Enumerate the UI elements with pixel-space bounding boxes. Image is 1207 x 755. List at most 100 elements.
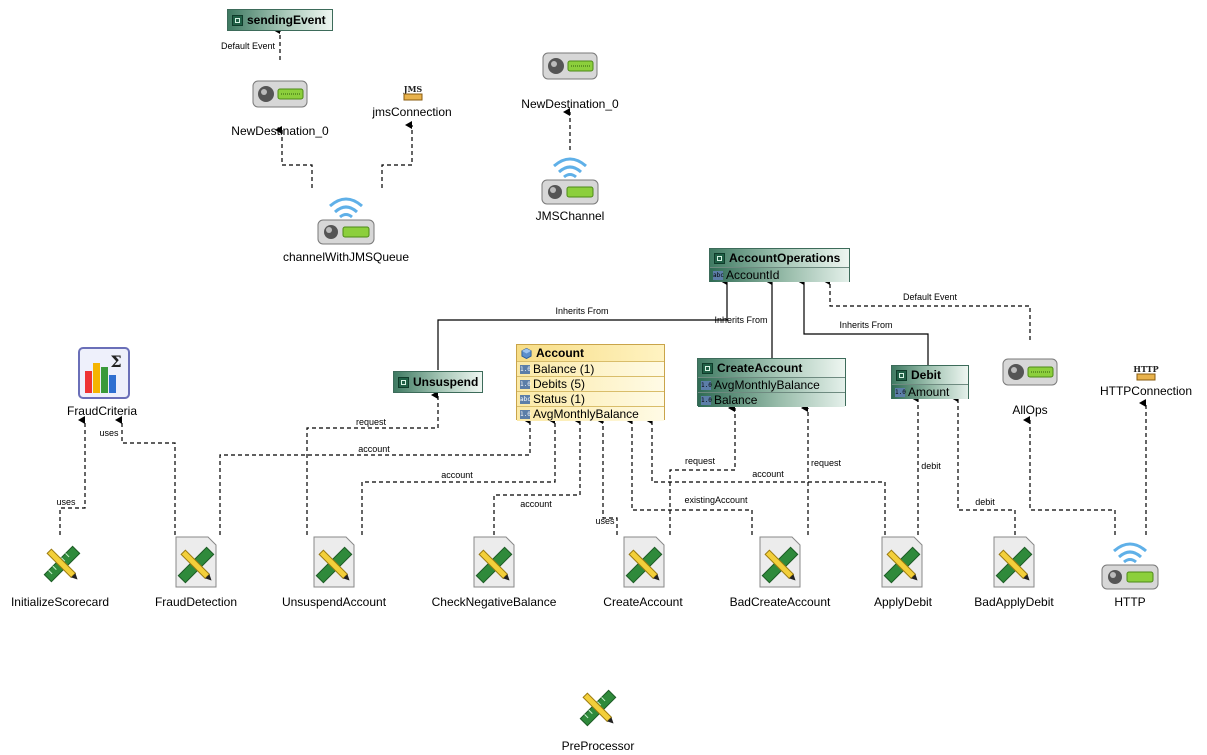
edge-label: Inherits From <box>839 320 893 330</box>
edge-http-allops <box>1023 416 1116 535</box>
rule-function-icon[interactable] <box>170 535 222 590</box>
edge-label: request <box>684 456 716 466</box>
svg-text:Σ: Σ <box>110 352 121 371</box>
channel-queue-icon[interactable] <box>316 190 376 246</box>
rule-function-icon[interactable] <box>988 535 1040 590</box>
attribute-type-icon: 1.0 <box>520 364 531 374</box>
edge-label: uses <box>99 428 119 438</box>
edge-label: Inherits From <box>555 306 609 316</box>
edge-applydebit-account <box>645 416 886 535</box>
edge-checkneg-account <box>493 416 581 535</box>
attribute-type-icon: abc <box>520 394 531 404</box>
rule-function-icon[interactable] <box>876 535 928 590</box>
event-icon <box>714 252 725 264</box>
event-attribute: Amount <box>908 385 950 399</box>
edge-unsuspend-account <box>361 416 556 535</box>
rule-label: ApplyDebit <box>873 595 933 609</box>
rule-label: CreateAccount <box>603 595 683 609</box>
destination-icon[interactable] <box>252 80 308 108</box>
rule-label: CheckNegativeBalance <box>431 595 557 609</box>
edge-queue-to-jms <box>381 121 413 188</box>
edge-unsuspend-inherits <box>437 277 728 370</box>
rule-function-icon[interactable] <box>618 535 670 590</box>
concept-attribute: Debits (5) <box>533 377 586 391</box>
attribute-type-icon: 1.0 <box>895 387 906 397</box>
event-attribute: AvgMonthlyBalance <box>714 378 820 392</box>
edge-allops-default-event <box>823 277 1031 340</box>
concept-attribute: Balance (1) <box>533 362 595 376</box>
event-unsuspend[interactable]: Unsuspend <box>393 371 483 393</box>
concept-icon <box>521 347 532 359</box>
attribute-type-icon: abc <box>713 270 724 280</box>
event-title: sendingEvent <box>247 13 326 27</box>
event-title: AccountOperations <box>729 251 841 265</box>
destination-icon[interactable] <box>542 52 598 80</box>
edge-label: uses <box>56 497 76 507</box>
event-attribute: AccountId <box>726 268 780 282</box>
rule-label: PreProcessor <box>561 739 635 753</box>
http-channel-label: HTTP <box>1114 595 1146 609</box>
event-attribute: Balance <box>714 393 758 407</box>
edge-label: debit <box>975 497 995 507</box>
edge-label: Default Event <box>902 292 958 302</box>
attribute-type-icon: 1.0 <box>520 409 531 419</box>
rule-label: UnsuspendAccount <box>281 595 387 609</box>
edge-label: account <box>520 499 552 509</box>
jms-connection-label: jmsConnection <box>372 105 452 119</box>
edge-unsuspend-request <box>306 391 439 535</box>
destination-icon[interactable] <box>1002 358 1058 386</box>
edge-debit-inherits <box>797 277 929 366</box>
edge-label: existingAccount <box>684 495 748 505</box>
jms-channel-icon[interactable] <box>540 150 600 206</box>
jms-connection-icon[interactable]: JMS <box>402 84 424 102</box>
edge-label: request <box>810 458 842 468</box>
svg-text:HTTP: HTTP <box>1133 364 1158 374</box>
edge-label: account <box>441 470 473 480</box>
event-title: Debit <box>911 368 941 382</box>
event-icon <box>896 369 907 381</box>
rule-function-icon[interactable] <box>468 535 520 590</box>
attribute-type-icon: 1.0 <box>701 395 712 405</box>
event-title: Unsuspend <box>413 375 479 389</box>
rule-function-icon[interactable] <box>754 535 806 590</box>
rule-icon[interactable] <box>574 684 622 732</box>
http-connection-icon[interactable]: HTTP <box>1133 364 1159 382</box>
concept-title: Account <box>536 346 584 360</box>
rule-label: FraudDetection <box>154 595 238 609</box>
event-icon <box>702 362 713 374</box>
scorecard-icon[interactable]: Σ <box>78 347 130 399</box>
rule-label: BadCreateAccount <box>729 595 831 609</box>
http-channel-icon[interactable] <box>1100 535 1160 591</box>
edge-label: account <box>752 469 784 479</box>
edge-label: uses <box>595 516 615 526</box>
channel-queue-label: channelWithJMSQueue <box>282 250 410 264</box>
edge-queue-to-destination <box>275 126 313 188</box>
attribute-type-icon: 1.0 <box>701 380 712 390</box>
edge-badapply-debit <box>951 394 1016 535</box>
edge-label: debit <box>921 461 941 471</box>
edge-label: Default Event <box>220 41 276 51</box>
concept-attribute: AvgMonthlyBalance <box>533 407 639 421</box>
event-icon <box>232 14 243 26</box>
edge-fraud-uses <box>115 416 176 535</box>
edge-label: account <box>358 444 390 454</box>
edge-label: Inherits From <box>714 315 768 325</box>
rule-label: BadApplyDebit <box>974 595 1054 609</box>
edge-badcreate-existing <box>625 416 753 535</box>
edge-create-request <box>669 404 736 535</box>
allops-label: AllOps <box>1012 403 1048 417</box>
scorecard-label: FraudCriteria <box>66 404 138 418</box>
edge-label: request <box>355 417 387 427</box>
attribute-type-icon: 1.0 <box>520 379 531 389</box>
svg-text:JMS: JMS <box>403 84 423 94</box>
event-icon <box>398 376 409 388</box>
edge-create-uses <box>596 416 618 535</box>
rule-label: InitializeScorecard <box>10 595 110 609</box>
event-sending-event[interactable]: sendingEvent <box>227 9 333 31</box>
rule-function-icon[interactable] <box>308 535 360 590</box>
rule-icon[interactable] <box>38 540 86 588</box>
